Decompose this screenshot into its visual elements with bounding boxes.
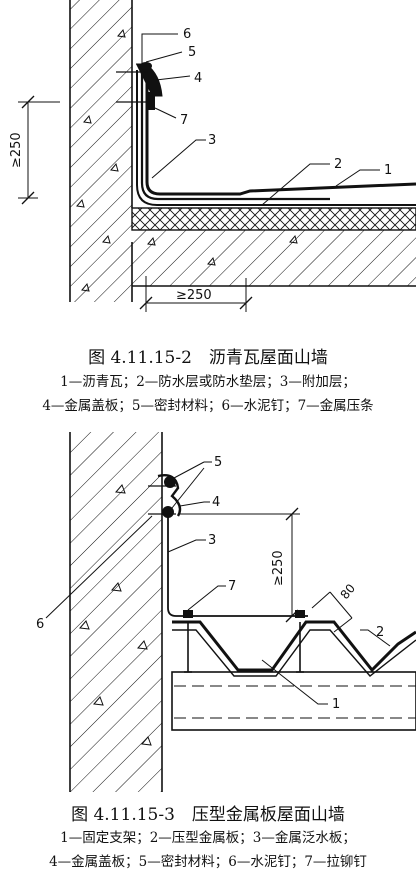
dim-v-tick-top <box>285 507 299 521</box>
metal-strip <box>147 92 155 110</box>
callout-6: 6 <box>183 27 191 42</box>
figure2-legend-line2: 4—金属盖板；5—密封材料；6—水泥钉；7—拉铆钉 <box>49 854 367 870</box>
figure1-legend-line2: 4—金属盖板；5—密封材料；6—水泥钉；7—金属压条 <box>42 398 374 414</box>
leader-6 <box>141 33 178 66</box>
diagram-1: 6 5 4 7 3 2 1 ≥250 ≥250 <box>9 0 416 312</box>
callout-3: 3 <box>208 533 216 548</box>
figure1-caption: 图 4.11.15-2 沥青瓦屋面山墙 <box>88 348 328 368</box>
sealant-2 <box>162 506 174 518</box>
figure2-legend-line1: 1—固定支架；2—压型金属板；3—金属泛水板； <box>60 830 356 846</box>
dim-vertical-label: ≥250 <box>9 132 24 168</box>
dim-h-tick-right <box>239 296 253 310</box>
wall-hatch <box>70 0 132 302</box>
aggregate-marks <box>76 28 298 292</box>
leader-1 <box>261 659 328 705</box>
dim-v-tick-top <box>21 95 35 109</box>
diagram-2: 5 4 3 7 6 2 1 ≥250 80 <box>36 432 416 792</box>
leader-4 <box>155 75 191 81</box>
callout-4: 4 <box>194 71 202 86</box>
dim-v-tick-bottom <box>285 609 299 623</box>
callout-1: 1 <box>384 163 392 178</box>
leader-6 <box>45 515 153 619</box>
dim-v-tick-bottom <box>21 191 35 205</box>
callout-3: 3 <box>208 133 216 148</box>
dim-slant-ext-2 <box>333 617 353 633</box>
callout-4: 4 <box>212 495 220 510</box>
rivet-2 <box>295 610 305 618</box>
leader-5 <box>145 51 183 63</box>
figure2-caption: 图 4.11.15-3 压型金属板屋面山墙 <box>71 805 345 825</box>
callout-2: 2 <box>334 157 342 172</box>
leader-2 <box>360 629 391 647</box>
profiled-metal-sheet <box>172 620 416 673</box>
waterproof-layer <box>136 70 416 206</box>
leader-7 <box>187 585 226 611</box>
fixing-bracket-1 <box>184 622 192 673</box>
dim-h-tick-left <box>139 296 153 310</box>
profiled-metal-sheet-inner <box>172 629 416 677</box>
sealant-1 <box>164 476 176 488</box>
callout-6: 6 <box>36 617 44 632</box>
figure-asphalt-shingle-gable: 6 5 4 7 3 2 1 ≥250 ≥250 <box>0 0 416 330</box>
callout-7: 7 <box>228 579 236 594</box>
insulation-layer <box>131 207 416 231</box>
callout-1: 1 <box>332 697 340 712</box>
leader-4 <box>179 501 210 507</box>
dim-vertical-label: ≥250 <box>271 550 286 586</box>
dim-horizontal-label: ≥250 <box>176 288 212 303</box>
leader-3 <box>167 539 206 553</box>
dim-slant-ext-1 <box>311 591 331 609</box>
dim-slant-line <box>329 591 353 619</box>
leader-2 <box>261 163 330 206</box>
rivet-1 <box>183 610 193 618</box>
additional-layer <box>140 72 330 201</box>
metal-flashing <box>167 508 308 617</box>
dim-slant-label: 80 <box>338 581 359 602</box>
leader-1 <box>335 169 380 187</box>
purlin <box>171 671 416 731</box>
callout-5: 5 <box>214 455 222 470</box>
callout-7: 7 <box>180 113 188 128</box>
figure-profiled-metal-gable: 5 4 3 7 6 2 1 ≥250 80 <box>0 432 416 797</box>
leader-3 <box>151 139 206 179</box>
callout-2: 2 <box>376 625 384 640</box>
roof-slab-hatch <box>132 230 416 286</box>
metal-cover-plate <box>157 474 182 517</box>
aggregate-marks <box>79 484 152 746</box>
asphalt-shingle <box>145 82 416 196</box>
fixing-bracket-2 <box>296 622 304 673</box>
leader-7 <box>154 107 177 119</box>
leader-5 <box>171 461 212 509</box>
callout-5: 5 <box>188 45 196 60</box>
figure1-legend-line1: 1—沥青瓦；2—防水层或防水垫层；3—附加层； <box>60 374 356 390</box>
sealant <box>140 62 152 70</box>
